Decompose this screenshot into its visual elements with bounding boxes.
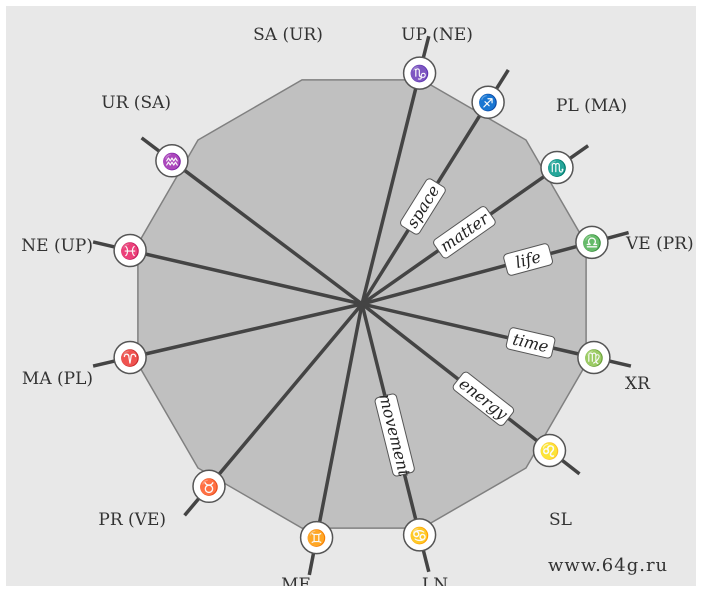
aquarius-glyph: ♒: [162, 152, 182, 171]
site-watermark: www.64g.ru: [548, 555, 669, 576]
virgo-disc: [577, 340, 611, 375]
sagittarius-glyph: ♐: [478, 93, 498, 112]
taurus-glyph: ♉: [199, 477, 219, 496]
word-tag-time: time: [505, 327, 556, 359]
libra-disc: [575, 225, 609, 260]
cancer-glyph: ♋: [410, 526, 430, 545]
planet-label-leo: SL: [549, 510, 572, 530]
planet-label-pisces: NE (UP): [21, 236, 93, 256]
taurus-disc: [192, 469, 226, 504]
aquarius-disc: [155, 144, 189, 178]
scorpio-glyph-icon: ♏: [540, 150, 574, 185]
aquarius-glyph-icon: ♒: [155, 144, 189, 178]
word-tag-box-time: [505, 327, 556, 359]
cancer-disc: [402, 518, 437, 552]
planet-label-capricorn: SA (UR): [253, 25, 323, 45]
spoke-tick-aries: [92, 359, 115, 368]
spoke-aries: [128, 302, 364, 360]
pisces-glyph: ♓: [120, 242, 140, 261]
word-tag-life: life: [503, 243, 553, 276]
spoke-libra: [360, 240, 594, 306]
spoke-tick-gemini: [307, 552, 316, 576]
libra-glyph: ♎: [582, 233, 602, 252]
spoke-tick-sagittarius: [495, 68, 510, 90]
gemini-disc: [299, 520, 334, 555]
leo-glyph-icon: ♌: [532, 433, 567, 468]
spoke-tick-pisces: [92, 240, 115, 249]
gemini-glyph: ♊: [307, 529, 327, 548]
planet-label-cancer: LN: [422, 575, 448, 586]
capricorn-disc: [402, 56, 437, 90]
pisces-glyph-icon: ♓: [113, 233, 147, 268]
virgo-glyph-icon: ♍: [577, 340, 611, 375]
aries-glyph: ♈: [120, 349, 140, 368]
spoke-pisces: [128, 248, 364, 306]
pisces-disc: [113, 233, 147, 268]
spoke-tick-taurus: [183, 497, 201, 517]
taurus-glyph-icon: ♉: [192, 469, 226, 504]
spoke-aquarius: [170, 159, 364, 306]
aries-glyph-icon: ♈: [113, 340, 147, 375]
planet-label-libra: VE (PR): [625, 234, 694, 254]
spoke-gemini: [314, 302, 364, 540]
gemini-glyph-icon: ♊: [299, 520, 334, 555]
scorpio-glyph: ♏: [547, 159, 567, 178]
sagittarius-disc: [471, 85, 505, 119]
planet-label-aquarius: UR (SA): [101, 93, 171, 113]
spoke-tick-cancer: [421, 550, 431, 573]
aries-disc: [113, 340, 147, 375]
spoke-tick-aquarius: [140, 136, 161, 153]
planet-label-sagittarius: UP (NE): [401, 25, 473, 45]
spoke-tick-libra: [606, 230, 630, 240]
spoke-leo: [360, 302, 552, 453]
spoke-taurus: [207, 302, 364, 489]
word-tag-box-movement: [374, 393, 415, 477]
glyph-discs-layer: ♑ ♐ ♏ ♎ ♍ ♌ ♋ ♊ ♉ ♈ ♓ ♒: [113, 56, 611, 555]
hub-center: [359, 301, 365, 307]
spoke-virgo: [360, 302, 596, 360]
planet-label-taurus: PR (VE): [98, 510, 166, 530]
leo-disc: [532, 433, 567, 468]
capricorn-glyph-icon: ♑: [402, 56, 437, 90]
spoke-tick-leo: [561, 459, 581, 476]
planet-label-aries: MA (PL): [22, 369, 93, 389]
planet-labels-layer: SA (UR) UP (NE) PL (MA) VE (PR) XR SL LN ME PR (…: [21, 25, 693, 586]
capricorn-glyph: ♑: [410, 64, 430, 83]
word-tag-box-matter: [433, 206, 496, 259]
planet-label-virgo: XR: [625, 374, 651, 394]
leo-glyph: ♌: [540, 442, 560, 461]
virgo-glyph: ♍: [584, 349, 604, 368]
spoke-tick-scorpio: [569, 144, 590, 160]
planet-label-gemini: ME: [281, 575, 311, 586]
planet-label-scorpio: PL (MA): [556, 96, 627, 116]
spoke-tick-virgo: [609, 359, 632, 368]
cancer-glyph-icon: ♋: [402, 518, 437, 552]
word-tag-box-energy: [452, 371, 515, 426]
sagittarius-glyph-icon: ♐: [471, 85, 505, 119]
word-tag-box-life: [503, 243, 553, 276]
spoke-tick-capricorn: [421, 35, 431, 58]
spoke-capricorn: [360, 71, 422, 306]
scorpio-disc: [540, 150, 574, 185]
libra-glyph-icon: ♎: [575, 225, 609, 260]
word-tag-box-space: [400, 178, 446, 235]
